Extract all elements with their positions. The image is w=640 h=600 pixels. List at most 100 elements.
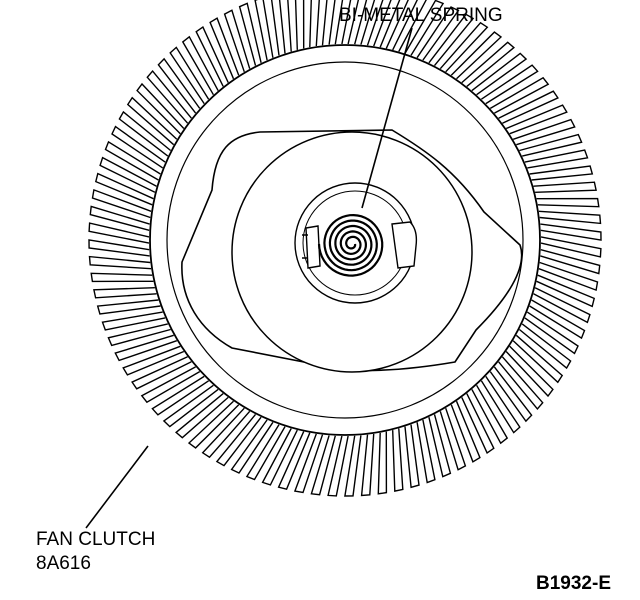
fan-blade xyxy=(533,287,591,324)
fan-blade xyxy=(540,249,601,275)
fan-blade-ring xyxy=(88,0,602,497)
fan-blade xyxy=(201,407,251,459)
fan-blade xyxy=(157,57,201,114)
fan-blade xyxy=(131,356,192,390)
hub-face-ring xyxy=(166,61,524,419)
fan-blade xyxy=(107,323,171,347)
fan-blade xyxy=(195,26,229,87)
fan-blade xyxy=(505,104,568,135)
fan-blade xyxy=(122,345,185,376)
fan-blade xyxy=(277,431,311,491)
fan-blade xyxy=(524,149,589,169)
fan-blade xyxy=(439,407,467,471)
fan-blade xyxy=(209,17,240,80)
fan-blade xyxy=(169,46,210,104)
fan-blade xyxy=(512,334,564,384)
fan-blade xyxy=(270,0,286,56)
fan-blade xyxy=(94,172,154,206)
fan-blade xyxy=(287,0,298,52)
fan-blade xyxy=(450,31,503,80)
fan-blade xyxy=(146,70,192,124)
fan-blade xyxy=(151,375,209,416)
fan-blade xyxy=(533,181,597,193)
fan-blade xyxy=(261,428,298,486)
fan-clutch-label: FAN CLUTCH xyxy=(36,529,156,550)
fan-blade xyxy=(254,0,274,61)
fan-blade xyxy=(529,165,594,181)
fan-blade xyxy=(505,345,554,398)
fan-blade xyxy=(238,2,262,66)
fan-blade xyxy=(404,424,420,489)
fan-blade xyxy=(524,311,579,355)
fan-blade xyxy=(215,413,262,467)
fan-blade xyxy=(489,76,550,114)
spring-left-tab xyxy=(302,225,321,269)
fan-blade xyxy=(529,299,586,340)
fan-clutch-leader xyxy=(85,445,149,529)
fan-blade xyxy=(536,274,596,308)
fan-blade xyxy=(538,210,602,225)
fan-blade xyxy=(461,393,495,454)
fan-blade xyxy=(88,222,150,244)
fan-blade xyxy=(489,366,533,423)
fan-blade xyxy=(230,419,274,474)
bimetal-spring-leader xyxy=(361,27,413,209)
fan-blade xyxy=(416,419,436,484)
fan-blade xyxy=(96,299,161,315)
fan-blade xyxy=(88,239,150,257)
fan-blade xyxy=(328,0,344,45)
fan-blade xyxy=(439,21,489,73)
fan-blade xyxy=(536,197,600,208)
fan-blade xyxy=(104,140,161,181)
fan-blade xyxy=(428,13,475,67)
fan-blade xyxy=(88,255,152,270)
fan-blade xyxy=(428,414,452,478)
fan-blade xyxy=(315,0,328,47)
fan-blade xyxy=(354,0,376,45)
fan-blade xyxy=(512,118,576,146)
fan-blade xyxy=(90,272,154,283)
fan-blade xyxy=(392,428,404,492)
fan-blade xyxy=(461,41,515,87)
fan-blade xyxy=(245,424,286,481)
fan-blade xyxy=(404,0,445,56)
fan-blade xyxy=(293,433,324,494)
fan-blade xyxy=(538,261,599,292)
fan-blade xyxy=(181,35,219,96)
fan-blade xyxy=(471,52,528,96)
bimetal-coil-spring xyxy=(317,213,384,277)
fan-blade xyxy=(498,90,559,124)
fan-blade xyxy=(93,287,157,299)
fan-blade xyxy=(111,125,166,169)
fan-blade xyxy=(310,435,336,496)
fan-blade xyxy=(540,236,602,258)
fan-blade xyxy=(118,110,172,157)
fan-blade xyxy=(327,435,349,497)
fan-blade xyxy=(101,311,166,331)
fan-clutch-part-number: 8A616 xyxy=(36,553,91,574)
fan-blade xyxy=(302,0,312,49)
fan-blade xyxy=(480,376,521,434)
fan-blade xyxy=(360,433,375,497)
fan-blade xyxy=(450,400,481,463)
fan-blade xyxy=(392,0,427,52)
fan-blade xyxy=(162,384,219,428)
fan-blade xyxy=(540,223,602,241)
fan-blade xyxy=(99,156,157,193)
fan-blade xyxy=(341,0,360,45)
fan-blade xyxy=(175,393,229,439)
fan-blade xyxy=(344,435,362,497)
fan-blade xyxy=(519,133,583,157)
fan-blade xyxy=(140,366,201,404)
fan-blade xyxy=(89,205,150,231)
fan-blade xyxy=(518,323,572,370)
fan-blade xyxy=(379,0,409,49)
fan-blade xyxy=(416,6,460,61)
fan-blade xyxy=(377,431,388,495)
fan-blade xyxy=(136,82,185,135)
bimetal-spring-label: BI-METAL SPRING xyxy=(339,5,503,26)
spring-right-tab xyxy=(391,221,418,269)
fan-blade xyxy=(114,334,178,362)
fan-blade xyxy=(91,188,152,219)
